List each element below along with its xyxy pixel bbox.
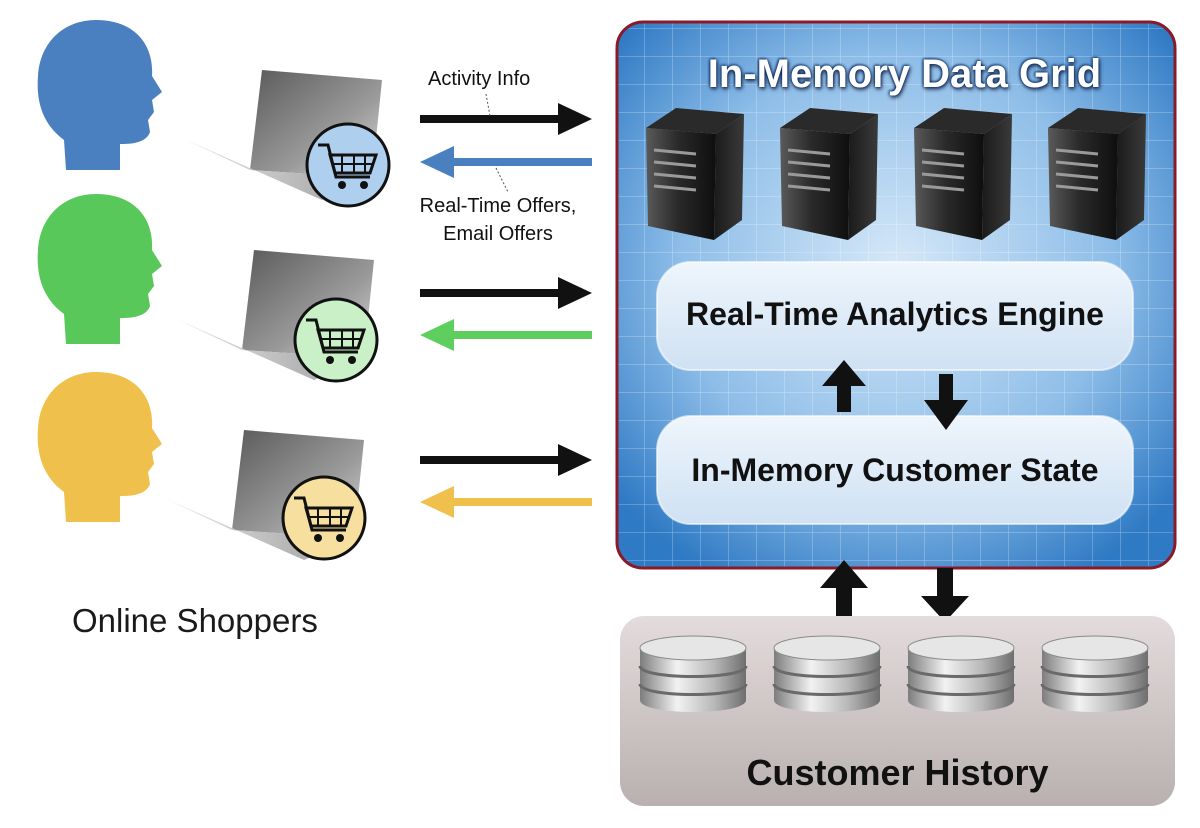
database-icon-1 [638,634,748,714]
activity-arrow-3 [420,444,592,476]
shopper-head-icon-2 [37,194,162,344]
activity-arrow-2 [420,277,592,309]
arrow-up-icon-history [820,560,868,616]
database-icon-2 [772,634,882,714]
offers-label: Real-Time Offers, Email Offers [418,192,578,248]
offers-label-leader [495,167,509,193]
shopper-head-icon-1 [37,20,162,170]
database-icon-3 [906,634,1016,714]
server-icon-1 [644,106,746,242]
server-icon-4 [1046,106,1148,242]
analytics-engine-box [656,261,1134,371]
online-shoppers-label: Online Shoppers [72,602,318,639]
shopping-cart-icon-2 [293,297,379,383]
server-icon-3 [912,106,1014,242]
offer-arrow-2 [420,319,592,351]
offers-label-line2: Email Offers [443,223,553,245]
customer-state-box [656,415,1134,525]
customer-history-title: Customer History [746,752,1049,793]
offer-arrow-1 [420,146,592,178]
analytics-engine-label: Real-Time Analytics Engine [686,296,1104,332]
arrow-down-icon-history [921,568,969,622]
shopping-cart-icon-3 [281,475,367,561]
offer-arrow-3 [420,486,592,518]
activity-label-leader [485,93,491,117]
shopping-cart-icon-1 [305,122,391,208]
activity-info-label: Activity Info [428,68,531,90]
arrow-up-icon-inner [822,360,866,412]
activity-arrow-1 [420,103,592,135]
offers-label-line1: Real-Time Offers, [419,195,577,217]
database-icon-4 [1040,634,1150,714]
customer-state-label: In-Memory Customer State [691,452,1099,488]
data-grid-title: In-Memory Data Grid [707,52,1102,96]
customer-history-panel [620,616,1175,806]
server-icon-2 [778,106,880,242]
shopper-head-icon-3 [37,372,162,522]
arrow-down-icon-inner [924,374,968,430]
